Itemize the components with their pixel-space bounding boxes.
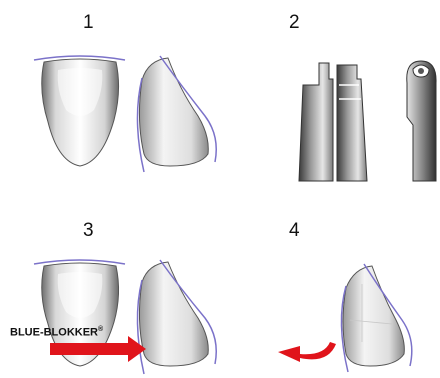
step-2-number: 2 (289, 12, 300, 34)
instrument-front-view (299, 63, 367, 181)
tooth-side-view (341, 264, 411, 372)
blue-blokker-text: BLUE-BLOKKER (10, 327, 98, 339)
step-2-illustration (295, 55, 440, 185)
instrument-side-view (407, 61, 436, 181)
registered-mark: ® (98, 326, 103, 333)
step-1-number: 1 (83, 12, 94, 34)
step-4-number: 4 (289, 220, 300, 242)
step-1-illustration (30, 50, 220, 175)
step-3-illustration (30, 258, 220, 376)
blue-blokker-label: BLUE-BLOKKER® (10, 326, 103, 339)
curved-arrow (278, 342, 336, 362)
step-4-illustration (270, 262, 430, 374)
step-3-number: 3 (83, 220, 94, 242)
tooth-front-view (34, 56, 125, 166)
tooth-side-view (137, 260, 216, 374)
tooth-side-view (137, 56, 216, 172)
